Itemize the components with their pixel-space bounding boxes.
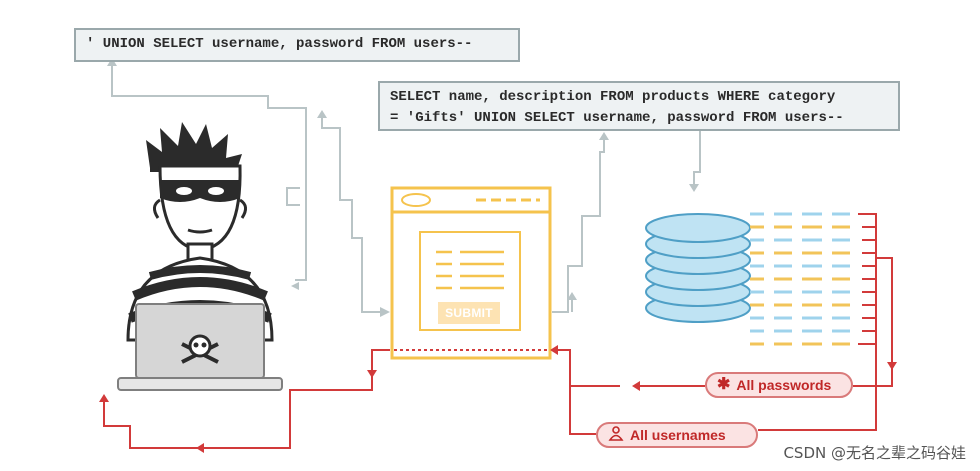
database-icon [646, 214, 750, 322]
result-bracket [858, 214, 892, 362]
browser-window [392, 188, 550, 358]
full-query-line-1: SELECT name, description FROM products W… [390, 87, 888, 108]
all-passwords-label: All passwords [736, 377, 831, 393]
injection-query-box: ' UNION SELECT username, password FROM u… [74, 28, 520, 62]
asterisk-icon: ✱ [717, 377, 730, 393]
all-passwords-badge: ✱ All passwords [705, 372, 853, 398]
submit-button[interactable]: SUBMIT [438, 302, 500, 324]
all-usernames-label: All usernames [630, 427, 726, 443]
injection-query-text: ' UNION SELECT username, password FROM u… [86, 36, 472, 52]
user-icon [608, 425, 624, 445]
full-query-box: SELECT name, description FROM products W… [378, 81, 900, 131]
all-usernames-badge: All usernames [596, 422, 758, 448]
watermark: CSDN @无名之辈之码谷娃 [783, 442, 966, 463]
data-table-rows [750, 214, 850, 344]
full-query-line-2: = 'Gifts' UNION SELECT username, passwor… [390, 108, 888, 129]
